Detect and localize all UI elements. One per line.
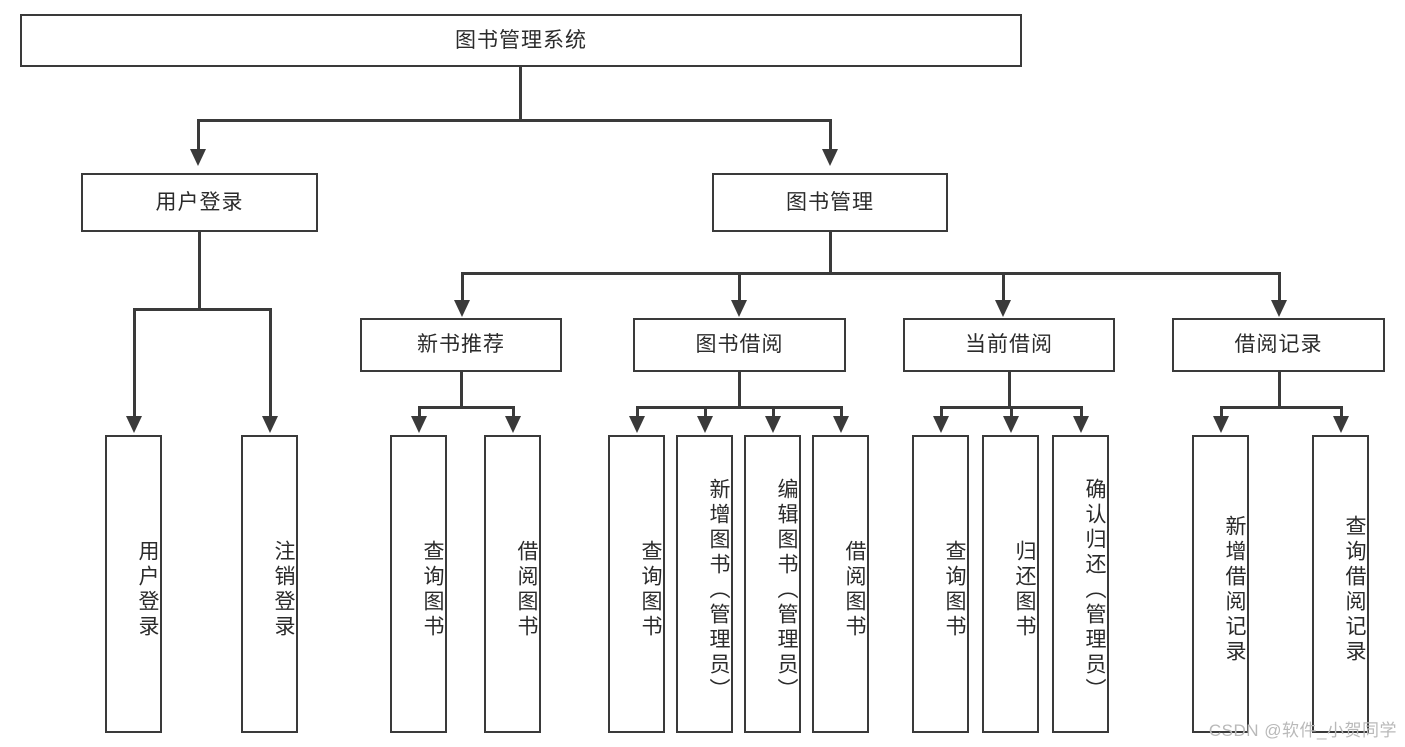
edge-book-manage-trunk bbox=[829, 232, 832, 274]
node-book-borrow-label: 图书借阅 bbox=[695, 333, 784, 357]
node-leaf-user-login[interactable]: 用户登录 bbox=[105, 435, 162, 733]
node-leaf-query-record[interactable]: 查询借阅记录 bbox=[1312, 435, 1369, 733]
node-leaf-add-book[interactable]: 新增图书（管理员） bbox=[676, 435, 733, 733]
node-leaf-query-book-3[interactable]: 查询图书 bbox=[912, 435, 969, 733]
edge-root-bus bbox=[197, 119, 832, 122]
node-leaf-add-record[interactable]: 新增借阅记录 bbox=[1192, 435, 1249, 733]
edge-nbr-to-leaf-1 bbox=[512, 406, 515, 418]
node-leaf-borrow-book-1-label: 借阅图书 bbox=[515, 540, 538, 640]
arrowhead-leaf-return-book bbox=[1003, 416, 1019, 433]
arrowhead-borrow-record bbox=[1271, 300, 1287, 317]
edge-root-trunk bbox=[519, 67, 522, 119]
edge-cb-to-leaf-0 bbox=[940, 406, 943, 418]
arrowhead-leaf-query-book-2 bbox=[629, 416, 645, 433]
edge-user-login-to-leaf-0 bbox=[133, 308, 136, 418]
node-leaf-query-book-1[interactable]: 查询图书 bbox=[390, 435, 447, 733]
arrowhead-leaf-query-record bbox=[1333, 416, 1349, 433]
node-leaf-return-book-label: 归还图书 bbox=[1013, 540, 1036, 640]
csdn-watermark: CSDN @软件_小贺同学 bbox=[1208, 721, 1397, 740]
node-new-book-recommend[interactable]: 新书推荐 bbox=[360, 318, 562, 372]
node-book-manage-label: 图书管理 bbox=[786, 190, 874, 214]
arrowhead-leaf-query-book-1 bbox=[411, 416, 427, 433]
arrowhead-leaf-logout-login bbox=[262, 416, 278, 433]
node-leaf-confirm-return[interactable]: 确认归还（管理员） bbox=[1052, 435, 1109, 733]
edge-bb-bus bbox=[636, 406, 842, 409]
edge-user-login-trunk bbox=[198, 232, 201, 310]
node-leaf-add-record-label: 新增借阅记录 bbox=[1223, 515, 1246, 665]
edge-bb-to-leaf-2 bbox=[772, 406, 775, 418]
node-leaf-query-book-1-label: 查询图书 bbox=[421, 540, 444, 640]
node-leaf-borrow-book-1[interactable]: 借阅图书 bbox=[484, 435, 541, 733]
node-root[interactable]: 图书管理系统 bbox=[20, 14, 1022, 67]
edge-book-manage-to-l3-1 bbox=[738, 272, 741, 302]
edge-br-trunk bbox=[1278, 372, 1281, 408]
node-leaf-edit-book-label: 编辑图书（管理员） bbox=[775, 477, 798, 703]
node-leaf-borrow-book-2-label: 借阅图书 bbox=[843, 540, 866, 640]
edge-book-manage-to-l3-0 bbox=[461, 272, 464, 302]
arrowhead-current-borrow bbox=[995, 300, 1011, 317]
edge-root-to-book-manage bbox=[829, 119, 832, 151]
arrowhead-leaf-borrow-book-2 bbox=[833, 416, 849, 433]
arrowhead-leaf-add-record bbox=[1213, 416, 1229, 433]
edge-root-to-user-login bbox=[197, 119, 200, 151]
node-leaf-query-book-2-label: 查询图书 bbox=[639, 540, 662, 640]
edge-user-login-bus bbox=[133, 308, 271, 311]
node-leaf-edit-book[interactable]: 编辑图书（管理员） bbox=[744, 435, 801, 733]
arrowhead-book-manage bbox=[822, 149, 838, 166]
node-root-label: 图书管理系统 bbox=[455, 28, 587, 52]
node-leaf-return-book[interactable]: 归还图书 bbox=[982, 435, 1039, 733]
node-borrow-record-label: 借阅记录 bbox=[1234, 333, 1323, 357]
edge-br-bus bbox=[1220, 406, 1340, 409]
node-leaf-query-record-label: 查询借阅记录 bbox=[1343, 515, 1366, 665]
edge-nbr-bus bbox=[418, 406, 514, 409]
node-new-book-recommend-label: 新书推荐 bbox=[417, 333, 505, 357]
edge-cb-trunk bbox=[1008, 372, 1011, 408]
node-leaf-logout-login-label: 注销登录 bbox=[272, 540, 295, 640]
edge-bb-to-leaf-3 bbox=[840, 406, 843, 418]
node-leaf-query-book-3-label: 查询图书 bbox=[943, 540, 966, 640]
edge-nbr-trunk bbox=[460, 372, 463, 408]
edge-book-manage-to-l3-3 bbox=[1278, 272, 1281, 302]
node-leaf-query-book-2[interactable]: 查询图书 bbox=[608, 435, 665, 733]
edge-br-to-leaf-1 bbox=[1340, 406, 1343, 418]
node-leaf-borrow-book-2[interactable]: 借阅图书 bbox=[812, 435, 869, 733]
node-book-manage[interactable]: 图书管理 bbox=[712, 173, 948, 232]
node-leaf-add-book-label: 新增图书（管理员） bbox=[707, 477, 730, 703]
edge-user-login-to-leaf-1 bbox=[269, 308, 272, 418]
node-current-borrow-label: 当前借阅 bbox=[965, 333, 1053, 357]
arrowhead-leaf-borrow-book-1 bbox=[505, 416, 521, 433]
node-leaf-user-login-label: 用户登录 bbox=[136, 540, 159, 640]
edge-br-to-leaf-0 bbox=[1220, 406, 1223, 418]
arrowhead-leaf-query-book-3 bbox=[933, 416, 949, 433]
arrowhead-leaf-user-login bbox=[126, 416, 142, 433]
edge-cb-to-leaf-1 bbox=[1010, 406, 1013, 418]
arrowhead-user-login bbox=[190, 149, 206, 166]
arrowhead-book-borrow bbox=[731, 300, 747, 317]
node-leaf-logout-login[interactable]: 注销登录 bbox=[241, 435, 298, 733]
edge-bb-to-leaf-0 bbox=[636, 406, 639, 418]
arrowhead-new-book-recommend bbox=[454, 300, 470, 317]
arrowhead-leaf-edit-book bbox=[765, 416, 781, 433]
node-book-borrow[interactable]: 图书借阅 bbox=[633, 318, 846, 372]
arrowhead-leaf-add-book bbox=[697, 416, 713, 433]
edge-nbr-to-leaf-0 bbox=[418, 406, 421, 418]
edge-bb-trunk bbox=[738, 372, 741, 408]
edge-cb-to-leaf-2 bbox=[1080, 406, 1083, 418]
node-current-borrow[interactable]: 当前借阅 bbox=[903, 318, 1115, 372]
edge-bb-to-leaf-1 bbox=[704, 406, 707, 418]
edge-book-manage-to-l3-2 bbox=[1002, 272, 1005, 302]
node-leaf-confirm-return-label: 确认归还（管理员） bbox=[1083, 477, 1106, 703]
arrowhead-leaf-confirm-return bbox=[1073, 416, 1089, 433]
node-borrow-record[interactable]: 借阅记录 bbox=[1172, 318, 1385, 372]
node-user-login[interactable]: 用户登录 bbox=[81, 173, 318, 232]
node-user-login-label: 用户登录 bbox=[155, 190, 244, 214]
edge-book-manage-bus bbox=[461, 272, 1278, 275]
